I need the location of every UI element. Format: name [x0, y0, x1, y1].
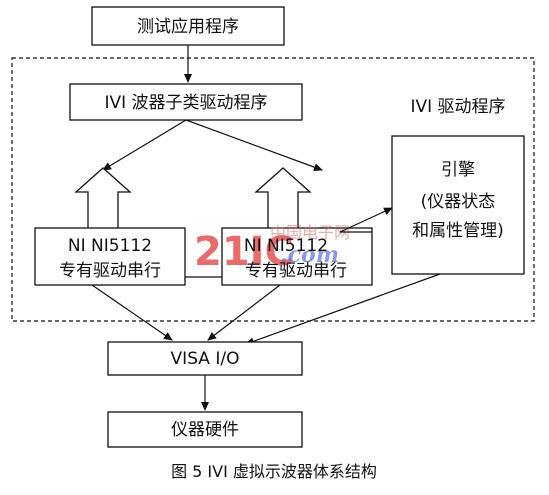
hardware-box: [107, 411, 303, 448]
test-app-label: 测试应用程序: [137, 17, 239, 37]
watermark-21ic: 21IC: [194, 229, 294, 275]
ni-left-title: NI NI5112: [68, 236, 152, 256]
engine-title: 引擎: [441, 160, 475, 180]
ni-right-subtitle: 专有驱动串行: [245, 261, 347, 281]
arrow-right-to-visa: [207, 284, 281, 341]
watermark-cn: 中国电子网: [270, 223, 350, 242]
watermark-com: .com: [280, 242, 339, 268]
arrow-left-to-visa: [91, 284, 173, 341]
ni-right-box: [221, 227, 373, 286]
arrow-class-to-right: [185, 119, 323, 171]
hollow-arrow-right: [254, 167, 312, 228]
driver-group-label: IVI 驱动程序: [410, 97, 505, 117]
visa-box: [107, 341, 303, 376]
hollow-arrow-left: [74, 167, 132, 228]
figure-caption: 图 5 IVI 虚拟示波器体系结构: [171, 462, 377, 481]
ni-left-subtitle: 专有驱动串行: [59, 261, 161, 281]
engine-line-2: (仪器状态: [421, 192, 496, 212]
class-driver-label: IVI 波器子类驱动程序: [104, 93, 267, 113]
ivi-driver-group: [11, 57, 535, 322]
engine-box: [391, 135, 525, 275]
ni-right-title: NI NI5112: [244, 236, 328, 256]
arrow-engine-to-visa: [245, 273, 441, 346]
visa-label: VISA I/O: [171, 349, 240, 369]
arrow-class-to-left: [102, 119, 187, 171]
ni-left-box: [34, 227, 186, 286]
engine-line-3: 和属性管理): [412, 221, 504, 241]
arrow-ni-to-engine: [339, 207, 393, 233]
hardware-label: 仪器硬件: [171, 420, 239, 440]
